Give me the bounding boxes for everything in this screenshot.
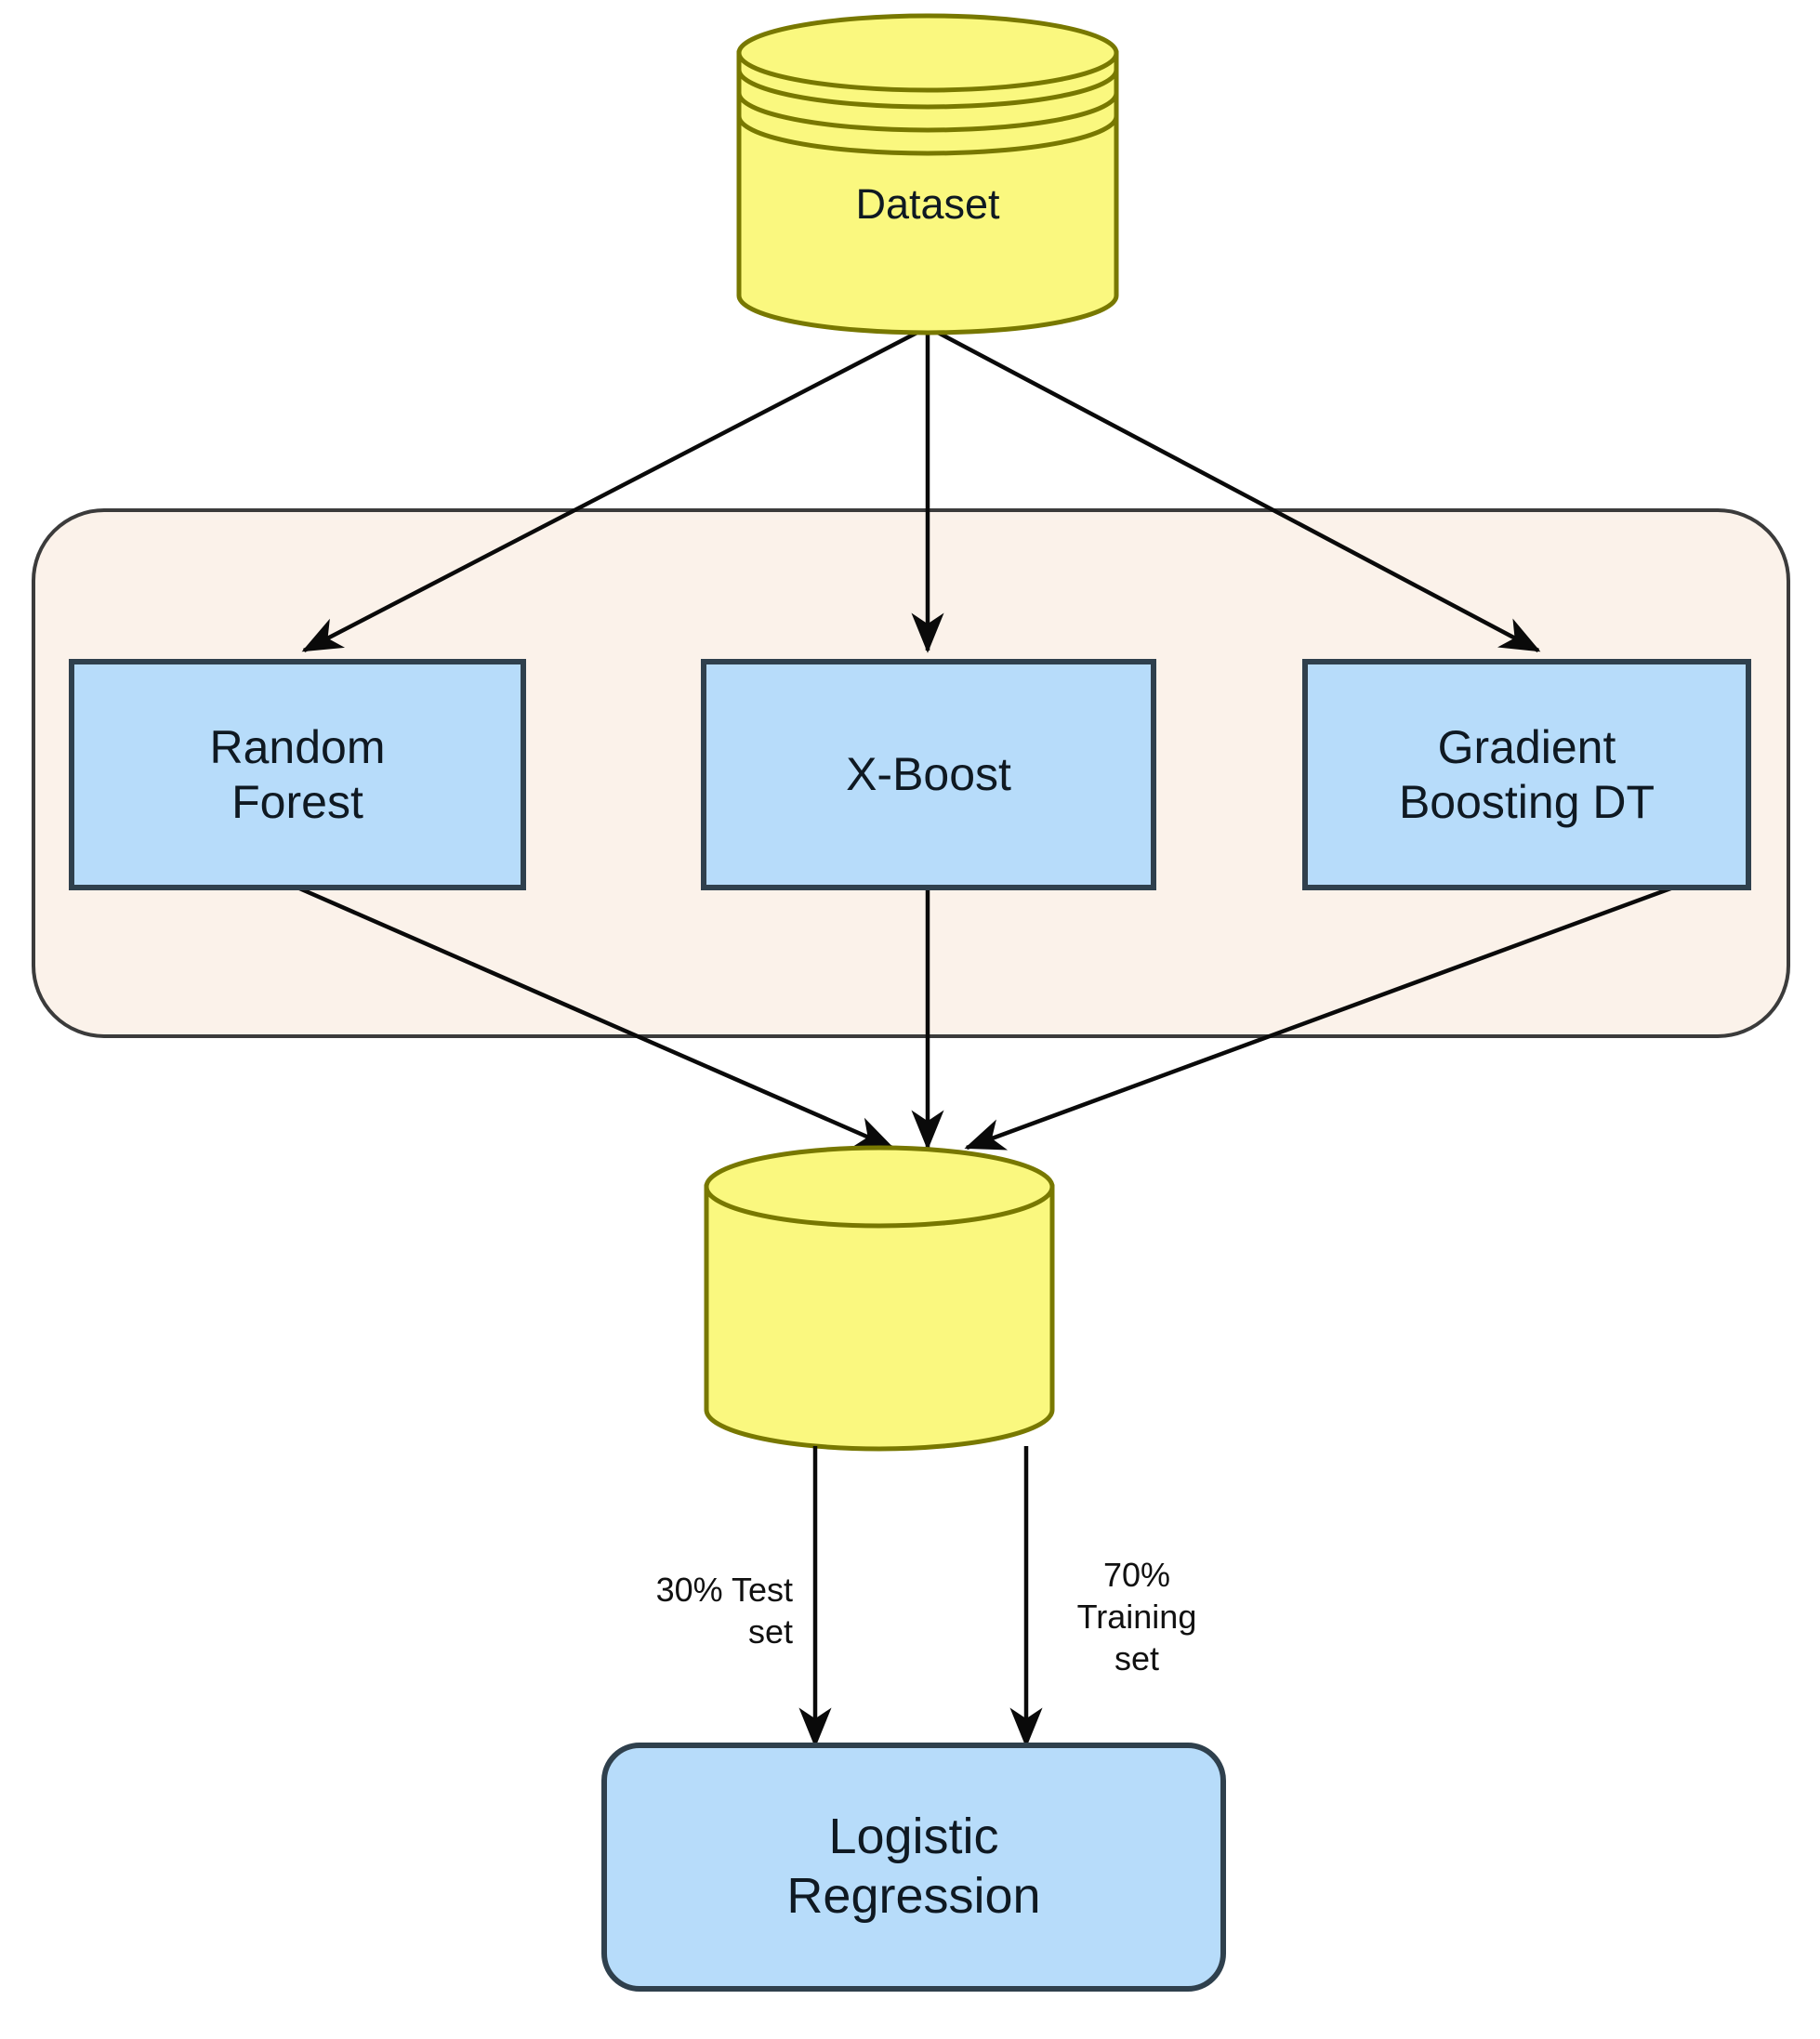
edge-random-forest-to-pooled-data (297, 885, 895, 1151)
edge-dataset-to-gradient-boosting (926, 325, 1541, 652)
gradient-boosting-box[interactable] (1302, 659, 1751, 890)
dataset-cylinder (736, 13, 1119, 335)
edge-dataset-to-random-forest (301, 325, 930, 652)
edge-gradient-boosting-to-pooled-data (964, 885, 1674, 1151)
x-boost-box[interactable] (701, 659, 1156, 890)
random-forest-box[interactable] (69, 659, 526, 890)
logistic-regression-box[interactable] (601, 1743, 1226, 1992)
pooled-data-cylinder (704, 1145, 1055, 1452)
